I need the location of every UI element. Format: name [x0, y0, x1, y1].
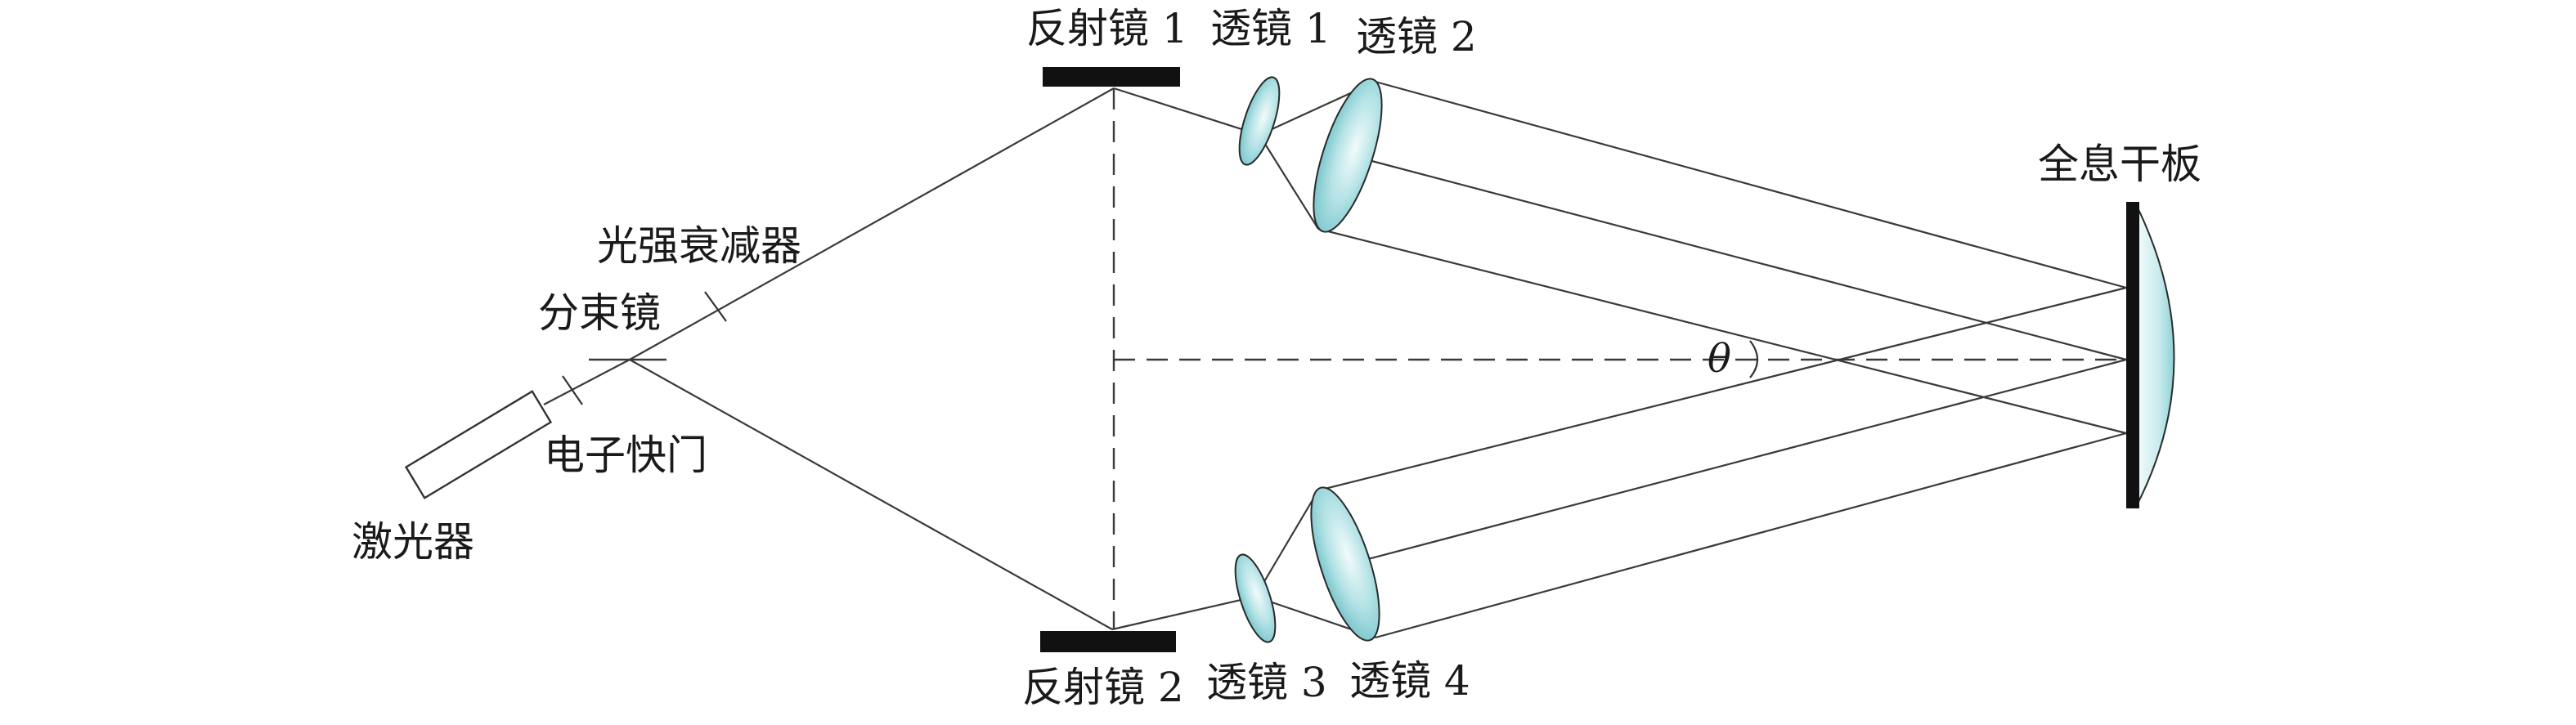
label-lens-3: 透镜 3	[1206, 659, 1327, 706]
shutter-mark	[562, 375, 583, 405]
label-mirror-1: 反射镜 1	[1026, 5, 1188, 52]
label-mirror-2: 反射镜 2	[1022, 664, 1184, 711]
laser-beam	[543, 359, 631, 405]
beam-to-mirror1	[629, 87, 1115, 360]
beam-lens3-top-to-lens4	[1254, 490, 1319, 597]
beam-lens1-bottom-to-lens2	[1259, 134, 1319, 230]
theta-arc	[1749, 340, 1759, 378]
label-splitter: 分束镜	[538, 289, 661, 337]
label-lens-4: 透镜 4	[1349, 657, 1470, 705]
beam-lens2-bottom-to-plate	[1317, 227, 2127, 435]
beam-to-mirror2	[629, 359, 1113, 630]
lens-2	[1313, 78, 1383, 233]
holographic-plate	[2126, 202, 2139, 508]
label-lens-1: 透镜 1	[1210, 5, 1331, 52]
beam-mirror1-to-lens1	[1113, 87, 1260, 136]
beam-lens2-top-to-plate	[1375, 80, 2127, 289]
label-lens-2: 透镜 2	[1356, 13, 1477, 60]
mirror-2	[1040, 631, 1176, 652]
lens-4	[1310, 486, 1380, 642]
beam-lens4-top-to-plate	[1317, 286, 2127, 492]
beam-lens2-center-to-plate	[1365, 158, 2127, 361]
beam-lens4-bottom-to-plate	[1375, 432, 2127, 639]
mirror-1	[1043, 67, 1180, 87]
label-attenuator: 光强衰减器	[597, 222, 801, 270]
attenuator-mark	[704, 291, 727, 322]
label-laser: 激光器	[352, 518, 474, 566]
lens-3	[1234, 553, 1277, 643]
label-shutter: 电子快门	[544, 432, 707, 479]
plate-curved-surface	[2135, 204, 2175, 508]
laser-box	[404, 390, 553, 499]
label-theta: θ	[1708, 336, 1731, 382]
label-plate: 全息干板	[2038, 141, 2201, 188]
beam-lens4-center-to-plate	[1349, 358, 2127, 566]
beam-mirror2-to-lens3	[1111, 595, 1256, 631]
lens-1	[1238, 76, 1281, 166]
